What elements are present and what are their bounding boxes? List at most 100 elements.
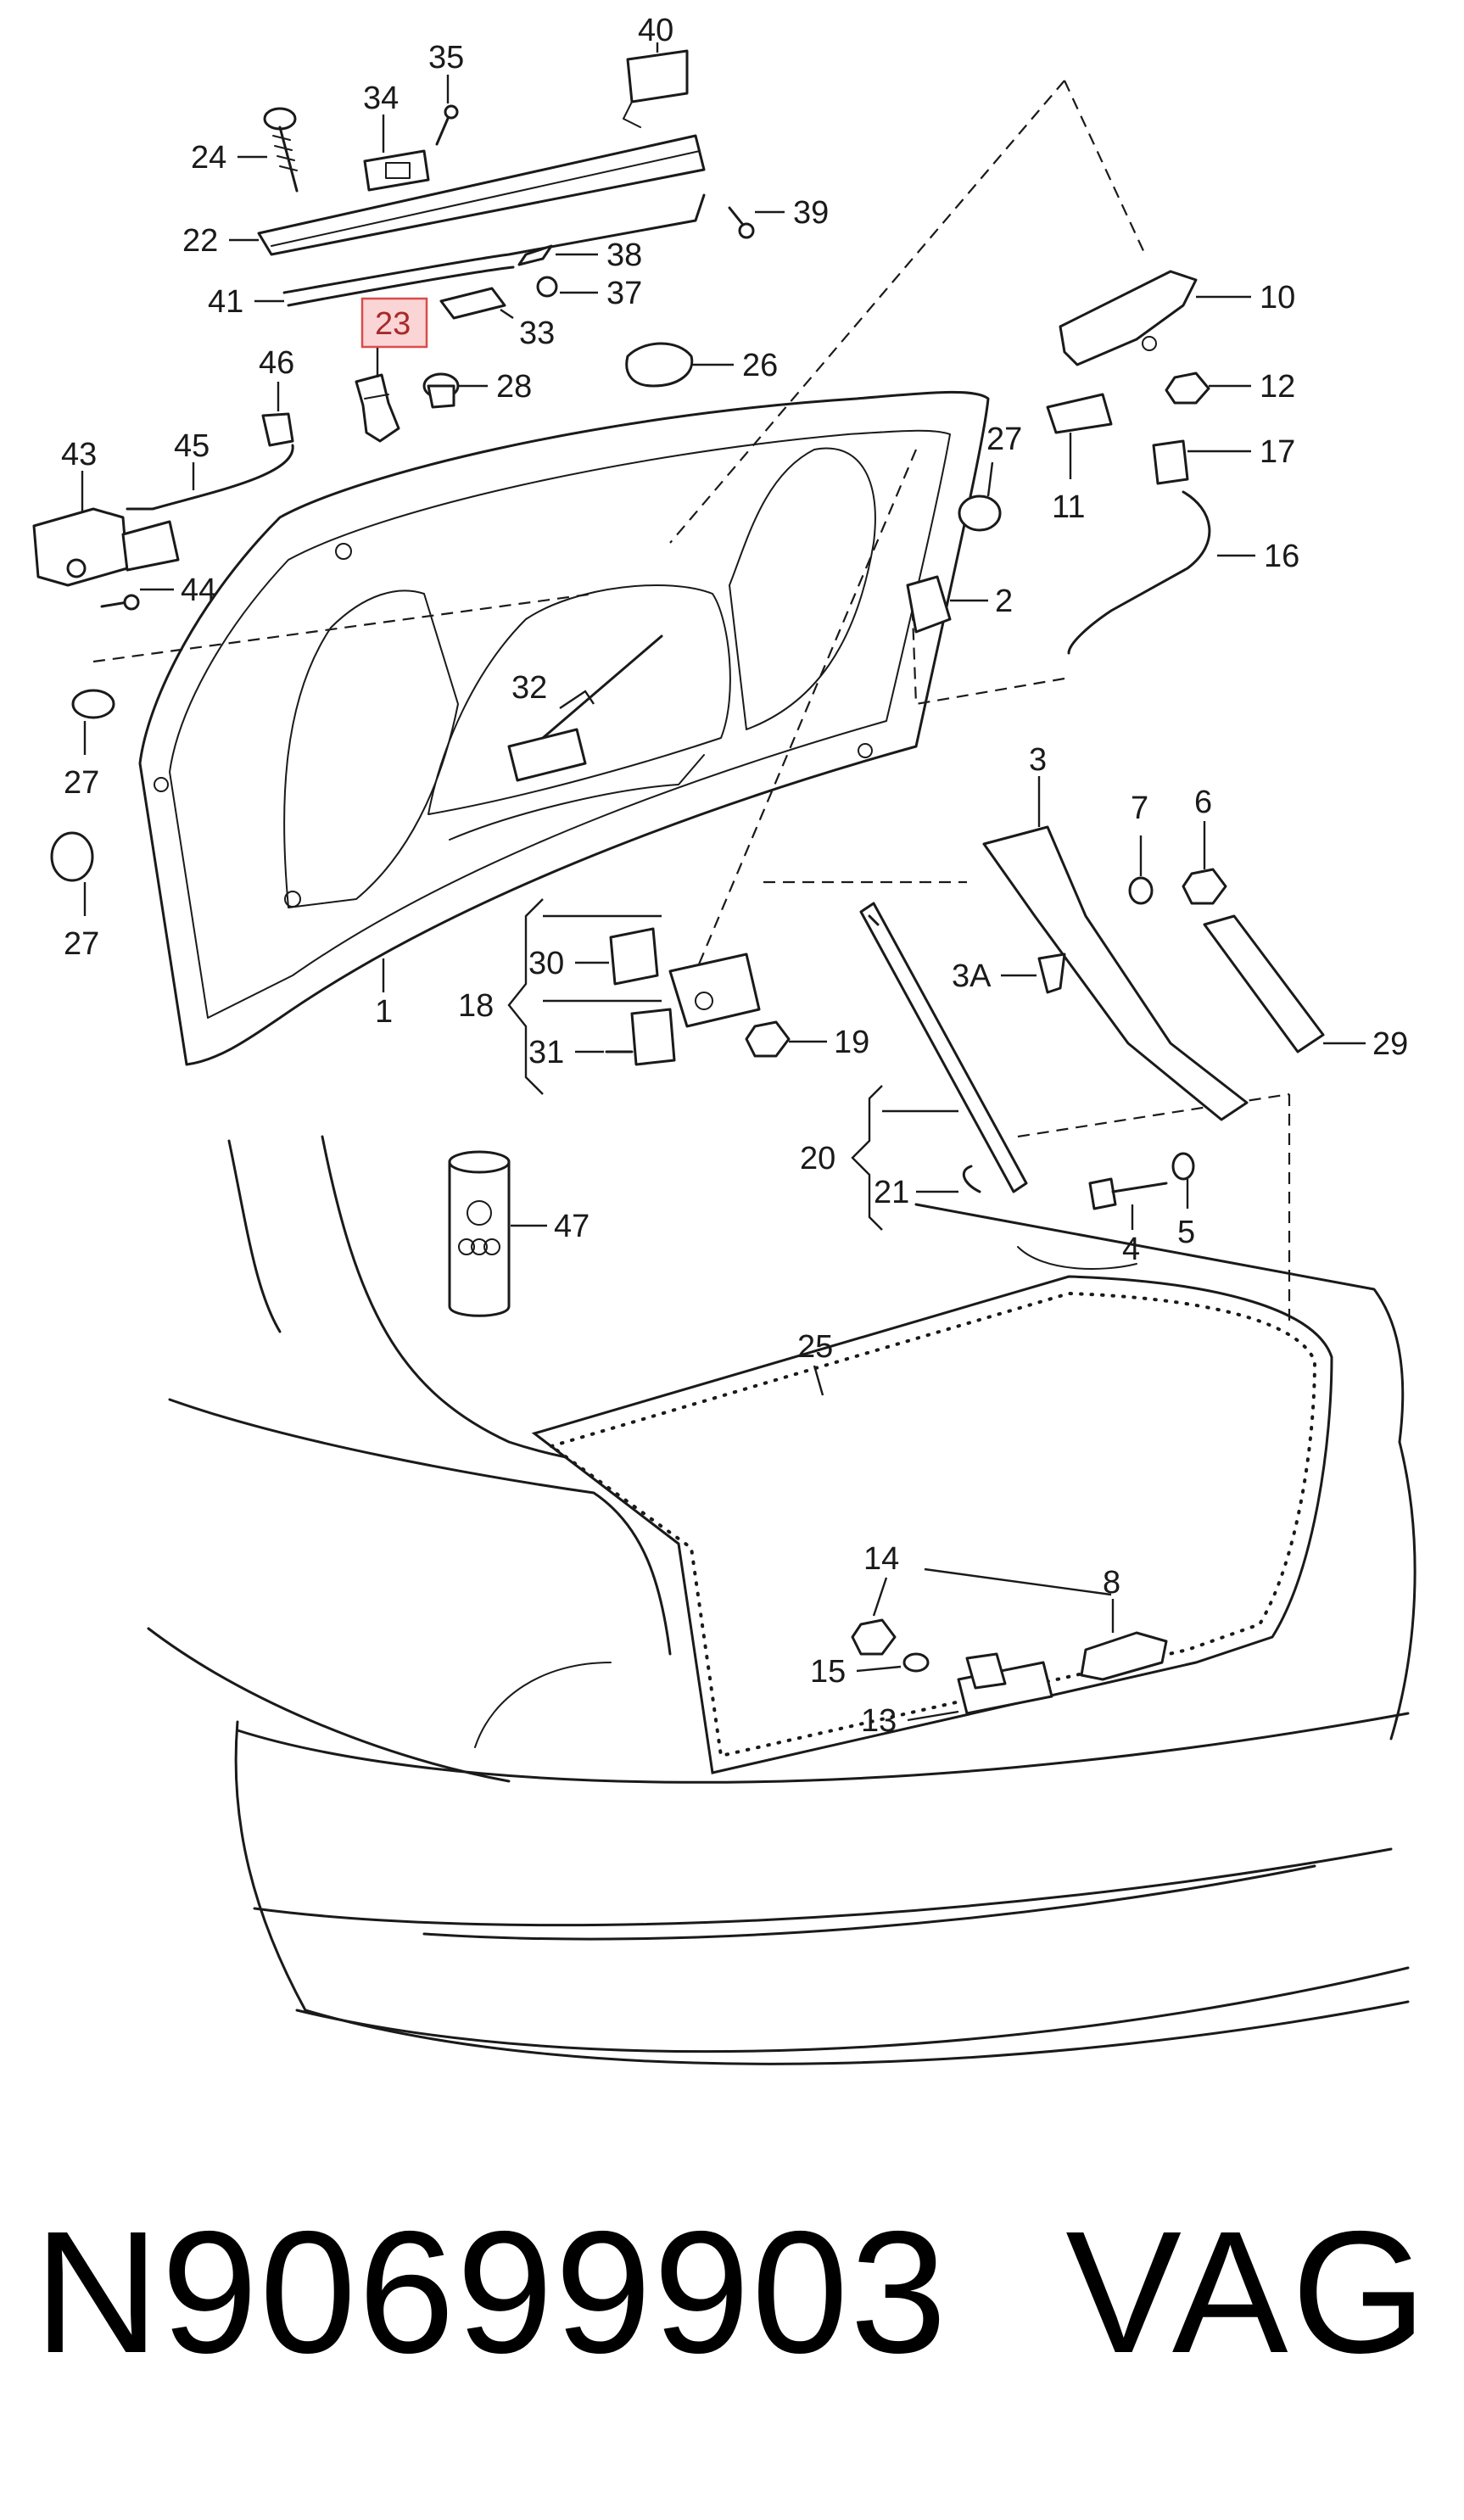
callout-30: 30 — [528, 946, 564, 981]
callout-14: 14 — [863, 1541, 899, 1577]
callout-39: 39 — [793, 195, 829, 231]
callout-31: 31 — [528, 1035, 564, 1070]
callout-29: 29 — [1372, 1026, 1408, 1062]
callout-32: 32 — [511, 670, 547, 706]
part-34 — [363, 149, 430, 192]
part-27-a — [71, 689, 115, 719]
trunk-seal — [531, 1275, 1333, 1774]
can-logo-text: VW — [465, 1276, 467, 1277]
part-3A — [1037, 953, 1066, 994]
callout-38: 38 — [606, 237, 642, 273]
callout-27-b: 27 — [64, 926, 99, 962]
callout-5: 5 — [1177, 1215, 1195, 1250]
part-40 — [623, 49, 689, 128]
part-4 — [1088, 1177, 1168, 1210]
callout-44: 44 — [181, 573, 216, 608]
callout-47: 47 — [554, 1209, 590, 1244]
part-21 — [962, 1165, 981, 1193]
callout-12: 12 — [1260, 369, 1295, 405]
part-28 — [422, 372, 460, 409]
part-26 — [625, 342, 694, 388]
part-7 — [1128, 876, 1154, 905]
callout-19: 19 — [834, 1025, 869, 1060]
part-44 — [100, 594, 140, 611]
callout-27-c: 27 — [986, 422, 1022, 457]
callout-6: 6 — [1194, 785, 1212, 820]
callouts: 40 35 34 24 39 22 38 41 37 33 23 46 — [61, 13, 1408, 1739]
part-31 — [605, 1008, 676, 1066]
part-15 — [902, 1652, 930, 1673]
part-8 — [1080, 1631, 1168, 1681]
callout-41: 41 — [208, 284, 243, 320]
callout-37: 37 — [606, 276, 642, 311]
part-number: N90699903 — [34, 2195, 949, 2389]
callout-43: 43 — [61, 437, 97, 472]
callout-15: 15 — [810, 1654, 846, 1690]
part-3 — [982, 825, 1249, 1121]
trunk-lid — [138, 390, 990, 1066]
part-37 — [536, 276, 558, 298]
callout-34: 34 — [363, 81, 399, 116]
callout-45: 45 — [174, 428, 210, 464]
callout-1: 1 — [375, 994, 393, 1030]
part-10 — [1059, 270, 1198, 366]
part-27-b — [50, 831, 94, 882]
callout-8: 8 — [1103, 1565, 1120, 1601]
callout-4: 4 — [1122, 1232, 1140, 1267]
part-19 — [745, 1020, 791, 1058]
part-32 — [507, 634, 663, 782]
callout-2: 2 — [995, 584, 1013, 619]
callout-11: 11 — [1052, 489, 1085, 525]
callout-25: 25 — [797, 1329, 833, 1365]
part-35 — [435, 104, 459, 146]
callout-20: 20 — [800, 1141, 835, 1176]
part-14 — [851, 1618, 897, 1656]
part-13 — [957, 1652, 1053, 1715]
callout-24: 24 — [191, 140, 226, 176]
part-2 — [906, 575, 952, 634]
part-38 — [517, 244, 553, 266]
callout-23: 23 — [375, 306, 411, 342]
bracket-18 — [507, 898, 544, 1095]
part-23 — [355, 373, 400, 443]
callout-3: 3 — [1029, 742, 1047, 778]
bracket-20 — [851, 1085, 883, 1231]
brand-name: VAG — [1065, 2195, 1430, 2389]
part-29 — [1203, 914, 1325, 1053]
callout-27-a: 27 — [64, 765, 99, 801]
part-18 — [668, 953, 761, 1028]
callout-13: 13 — [861, 1703, 897, 1739]
callout-18: 18 — [458, 988, 494, 1024]
part-12 — [1165, 372, 1210, 405]
part-27-c — [958, 495, 1002, 532]
callout-46: 46 — [259, 345, 294, 381]
part-17 — [1152, 439, 1189, 485]
part-6 — [1182, 868, 1227, 905]
part-22 — [257, 134, 706, 256]
part-39 — [728, 206, 755, 239]
callout-28: 28 — [496, 369, 532, 405]
callout-22: 22 — [182, 223, 218, 259]
callout-26: 26 — [742, 348, 778, 383]
part-16 — [1067, 490, 1211, 655]
part-47 — [448, 1150, 511, 1317]
callout-17: 17 — [1260, 434, 1295, 470]
callout-33: 33 — [519, 316, 555, 351]
part-43 — [32, 507, 180, 587]
callout-21: 21 — [874, 1175, 909, 1210]
part-11 — [1046, 393, 1113, 434]
callout-3A: 3A — [952, 958, 992, 994]
part-46 — [261, 412, 294, 447]
callout-16: 16 — [1264, 539, 1299, 574]
callout-10: 10 — [1260, 280, 1295, 316]
part-30 — [609, 927, 659, 986]
leader-lines — [92, 80, 1291, 1323]
part-45 — [126, 444, 294, 511]
part-20 — [859, 902, 1028, 1193]
callout-23-highlight — [360, 297, 428, 349]
car-body — [147, 1135, 1417, 2065]
callout-7: 7 — [1131, 791, 1148, 826]
part-5 — [1171, 1152, 1195, 1181]
callout-40: 40 — [638, 13, 673, 48]
